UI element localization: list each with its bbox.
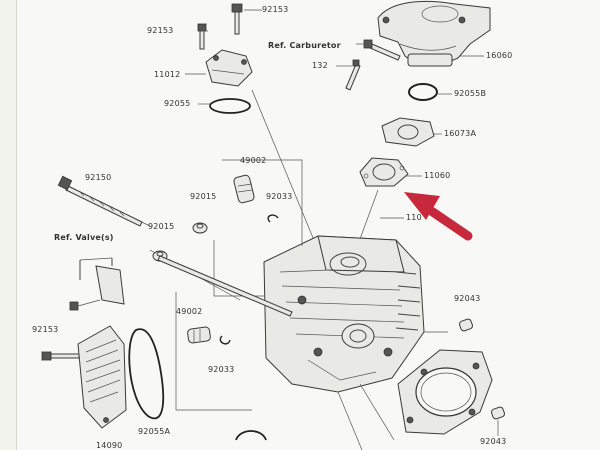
label-11012: 11012 [154, 70, 181, 79]
label-49002-top: 49002 [240, 156, 267, 165]
cap-11012 [205, 49, 253, 87]
label-49002-lower: 49002 [176, 307, 203, 316]
label-16073a: 16073A [444, 129, 477, 138]
label-92055: 92055 [164, 99, 191, 108]
label-110-partial: 110 [406, 213, 422, 222]
label-92150: 92150 [85, 173, 112, 182]
red-arrow-annotation [404, 192, 473, 241]
label-14090: 14090 [96, 441, 123, 450]
label-132: 132 [312, 61, 328, 70]
label-11060: 11060 [424, 171, 451, 180]
rocker-shaft-49002-top [233, 174, 255, 204]
gasket-92055a [128, 328, 165, 420]
label-ref-carburetor: Ref. Carburetor [268, 41, 341, 50]
label-92015-b: 92015 [148, 222, 175, 231]
label-ref-valves: Ref. Valve(s) [54, 233, 114, 242]
rocker-shaft-49002-lower [187, 326, 211, 344]
label-92043-bottom: 92043 [480, 437, 507, 446]
insulator-16073a [381, 117, 435, 147]
label-16060: 16060 [486, 51, 513, 60]
gasket-11060 [359, 157, 409, 187]
label-92055b: 92055B [454, 89, 487, 98]
bolt-92153-top [231, 3, 243, 35]
label-92043-top: 92043 [454, 294, 481, 303]
o-ring-bottom [235, 430, 267, 441]
cylinder-head [263, 235, 425, 393]
carburetor-bolt [363, 39, 401, 61]
label-92153-lower: 92153 [32, 325, 59, 334]
label-92055a: 92055A [138, 427, 171, 436]
clip-92033-lower [219, 335, 231, 345]
bolt-92153-lower [41, 351, 80, 361]
nut-92015-a [192, 222, 208, 234]
head-fins [395, 271, 421, 331]
dowel-92043-top [458, 318, 474, 332]
side-cover-14090 [77, 325, 127, 429]
stud-92150 [57, 175, 143, 227]
o-ring-92055 [209, 98, 251, 114]
dowel-92043-bottom [490, 406, 506, 436]
clip-92033-top [267, 214, 279, 223]
stud-132 [345, 59, 361, 91]
label-92015-a: 92015 [190, 192, 217, 201]
intake-manifold-16060 [377, 0, 491, 67]
head-gasket [397, 349, 493, 435]
valve-ref-bracket [69, 257, 125, 311]
head-stud-long [157, 255, 293, 317]
o-ring-92055b [408, 83, 438, 101]
leader-lines-top [185, 9, 484, 251]
bolt-92153-left [197, 23, 207, 50]
label-92153-left: 92153 [147, 26, 174, 35]
label-92033-top: 92033 [266, 192, 293, 201]
label-92153-top: 92153 [262, 5, 289, 14]
label-92033-lower: 92033 [208, 365, 235, 374]
